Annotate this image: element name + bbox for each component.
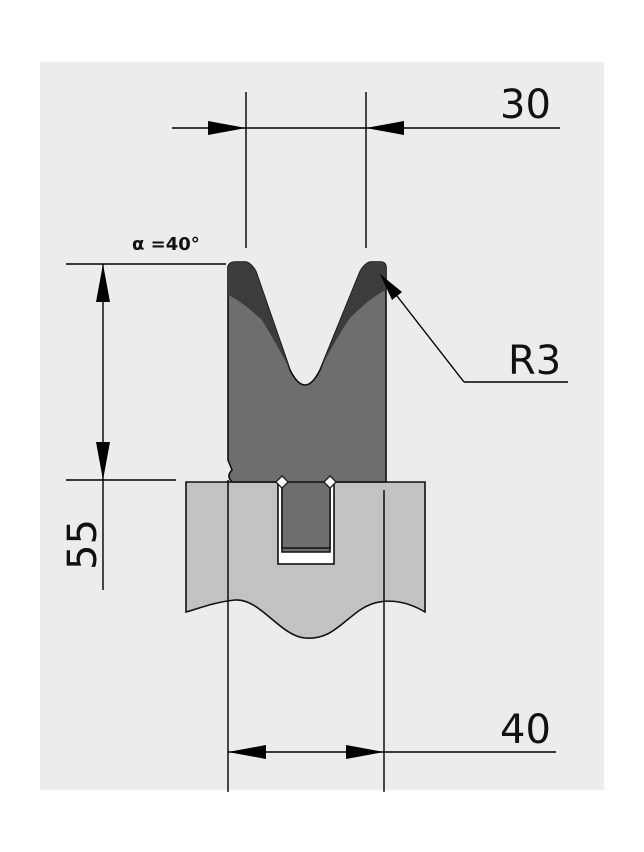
angle-label: α =40° [132, 234, 200, 255]
radius-arrow [380, 274, 402, 300]
tang-notch-right [323, 475, 337, 489]
height-label: 55 [60, 519, 106, 570]
top-arrow-right [366, 121, 404, 135]
height-arrow-top [96, 264, 110, 302]
right-v-shadow [320, 262, 386, 370]
top-width-label: 30 [500, 82, 551, 128]
bottom-width-label: 40 [500, 707, 551, 753]
top-arrow-left [208, 121, 246, 135]
height-arrow-bottom [96, 442, 110, 480]
left-v-shadow [228, 262, 290, 370]
bottom-arrow-left [228, 745, 266, 759]
radius-label: R3 [508, 338, 561, 384]
tang-notch-left [275, 475, 289, 489]
bottom-arrow-right [346, 745, 384, 759]
die-tang [281, 481, 331, 549]
